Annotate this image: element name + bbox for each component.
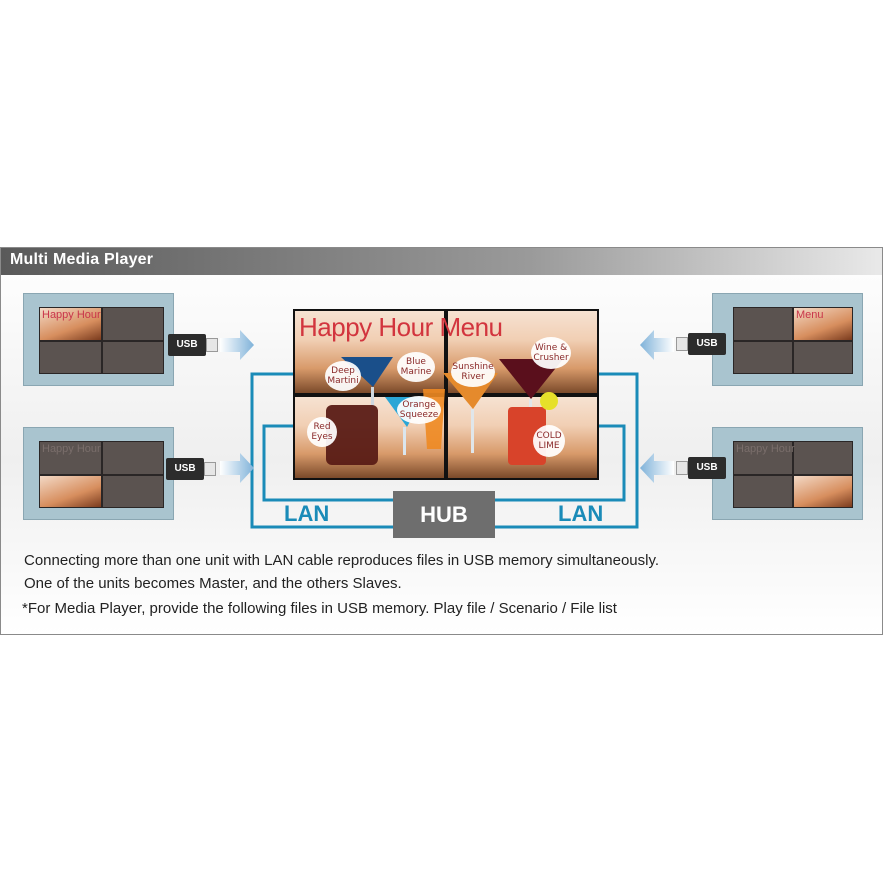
drink-label: Deep Martini — [325, 361, 361, 391]
drink-label: Wine & Crusher — [531, 337, 571, 369]
video-wall-headline: Happy Hour Menu — [299, 312, 503, 342]
thumb-display-top-left: Happy Hour — [23, 293, 174, 386]
drink-label: Red Eyes — [307, 417, 337, 447]
lan-cable-outer-right — [495, 372, 639, 529]
thumb-display-bottom-right: Happy Hour — [712, 427, 863, 520]
thumb-display-bottom-left: Happy Hour — [23, 427, 174, 520]
lan-label-left: LAN — [284, 501, 330, 526]
arrow-left-icon — [640, 453, 674, 483]
lan-cable-outer-left — [250, 372, 393, 529]
lan-cable-inner-right — [495, 424, 626, 502]
arrow-left-icon — [640, 330, 674, 360]
drink-label: Blue Marine — [397, 352, 435, 382]
mini-headline: Happy Hour — [42, 309, 101, 321]
mini-tile-active — [793, 307, 853, 341]
drink-label: Sunshine River — [451, 357, 495, 387]
mini-tile-active — [793, 474, 853, 508]
hub-box: HUB — [393, 491, 495, 538]
drink-label: COLD LIME — [533, 425, 565, 457]
mini-video-wall: Happy Hour — [733, 441, 853, 508]
drink-label: Orange Squeeze — [397, 396, 441, 424]
panel-title: Multi Media Player — [10, 251, 154, 268]
mini-headline: Happy Hour — [42, 443, 101, 455]
caption-line-1: Connecting more than one unit with LAN c… — [24, 552, 660, 569]
arrow-right-icon — [220, 453, 254, 483]
mini-video-wall: Menu — [733, 307, 853, 374]
caption-line-2: One of the units becomes Master, and the… — [24, 575, 402, 592]
panel-title-bar: Multi Media Player — [1, 248, 882, 275]
mini-video-wall: Happy Hour — [39, 307, 164, 374]
arrow-right-icon — [220, 330, 254, 360]
mini-headline: Menu — [796, 309, 824, 321]
thumb-display-top-right: Menu — [712, 293, 863, 386]
mini-headline: Happy Hour — [736, 443, 795, 455]
caption-note: *For Media Player, provide the following… — [22, 600, 617, 617]
mini-tile-active — [39, 474, 102, 508]
lan-label-right: LAN — [558, 501, 604, 526]
video-wall: Happy Hour Menu Deep Martini Blue Marine… — [293, 309, 599, 480]
mini-tile-active — [39, 307, 102, 341]
mini-video-wall: Happy Hour — [39, 441, 164, 508]
lan-cable-inner-left — [262, 424, 393, 502]
